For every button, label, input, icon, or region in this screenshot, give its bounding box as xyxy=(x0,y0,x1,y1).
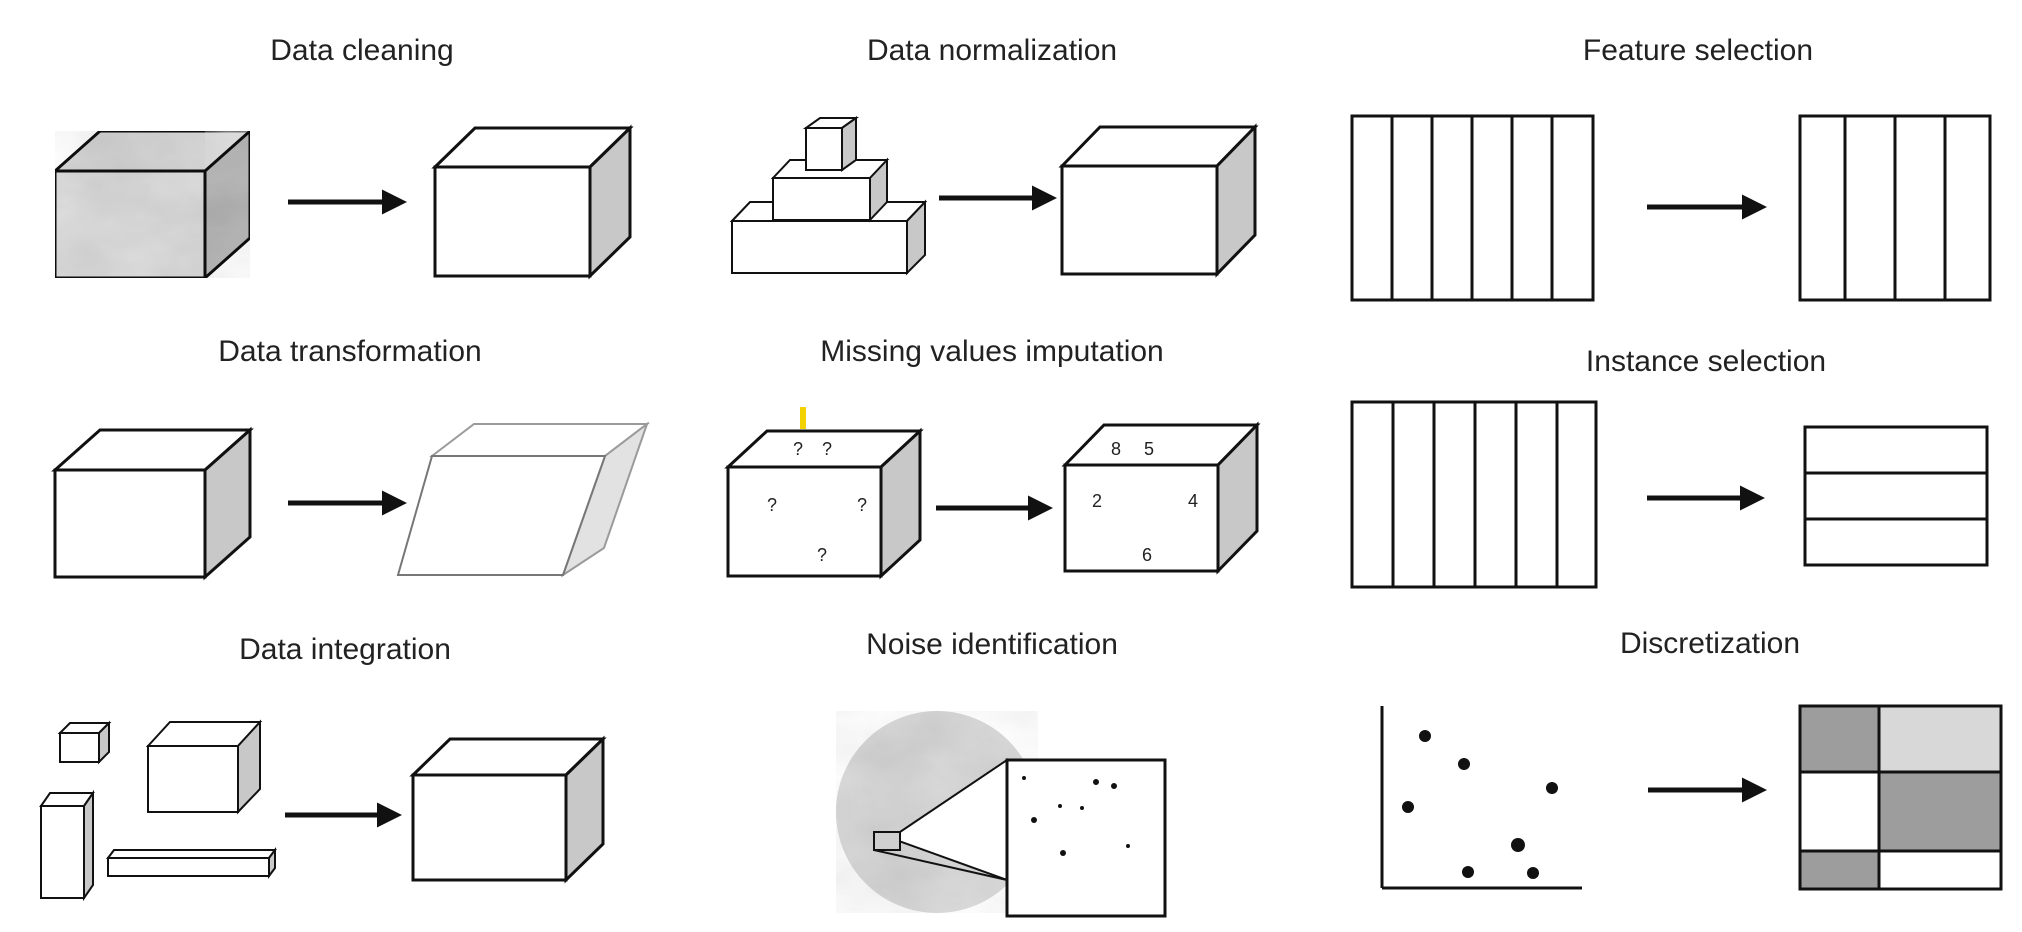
svg-text:5: 5 xyxy=(1144,439,1154,459)
scatter-point xyxy=(1458,758,1470,770)
flat-source-cube xyxy=(106,847,277,879)
panel-feature-selection: Feature selection xyxy=(1350,34,1992,302)
svg-text:?: ? xyxy=(817,545,827,565)
panel-title: Data transformation xyxy=(218,335,481,368)
panel-title: Data integration xyxy=(239,633,451,666)
panel-title: Data cleaning xyxy=(270,34,453,67)
svg-text:2: 2 xyxy=(1092,491,1102,511)
scatter-point xyxy=(1527,867,1539,879)
panel-data-transformation: Data transformation xyxy=(51,335,650,581)
clean-data-cube xyxy=(431,124,634,280)
svg-text:8: 8 xyxy=(1111,439,1121,459)
normalized-cube xyxy=(1058,123,1259,278)
small-source-cube xyxy=(57,720,112,765)
scatter-plot xyxy=(1380,706,1582,890)
scatter-point xyxy=(1419,730,1431,742)
original-data-cube xyxy=(51,426,254,581)
imputed-values-cube: 8 5 2 4 6 xyxy=(1061,421,1261,575)
scatter-point xyxy=(1546,782,1558,794)
full-instance-table xyxy=(1350,400,1598,589)
panel-title: Missing values imputation xyxy=(820,335,1164,368)
zoomed-noise-panel xyxy=(1005,758,1167,918)
highlight-marker xyxy=(800,407,806,429)
discretized-grid xyxy=(1798,704,2003,891)
scatter-point xyxy=(1462,866,1474,878)
panel-data-integration: Data integration xyxy=(39,633,607,902)
svg-text:?: ? xyxy=(857,495,867,515)
tall-source-cube xyxy=(39,789,95,902)
panel-instance-selection: Instance selection xyxy=(1350,345,1989,589)
scatter-point xyxy=(1511,838,1525,852)
panel-title: Noise identification xyxy=(866,628,1118,661)
full-feature-table xyxy=(1350,114,1595,302)
medium-source-cube xyxy=(145,719,263,815)
selected-feature-table xyxy=(1798,114,1992,302)
svg-text:4: 4 xyxy=(1188,491,1198,511)
svg-text:?: ? xyxy=(793,439,803,459)
panel-missing-values-imputation: Missing values imputation ? ? ? ? ? 8 5 … xyxy=(724,335,1261,580)
transformed-data-shape xyxy=(396,421,650,578)
scatter-point xyxy=(1402,801,1414,813)
svg-text:6: 6 xyxy=(1142,545,1152,565)
integrated-data-cube xyxy=(409,735,607,884)
panel-title: Data normalization xyxy=(867,34,1117,67)
panel-discretization: Discretization xyxy=(1380,627,2003,891)
panel-title: Feature selection xyxy=(1583,34,1813,67)
panel-title: Instance selection xyxy=(1586,345,1826,378)
panel-data-normalization: Data normalization xyxy=(729,34,1259,278)
panel-noise-identification: Noise identification xyxy=(836,628,1167,918)
panel-data-cleaning: Data cleaning xyxy=(51,34,634,282)
panel-title: Discretization xyxy=(1620,627,1800,660)
svg-text:?: ? xyxy=(822,439,832,459)
selected-instance-table xyxy=(1803,425,1989,567)
missing-values-cube: ? ? ? ? ? xyxy=(724,427,924,580)
svg-text:?: ? xyxy=(767,495,777,515)
stacked-blocks xyxy=(729,116,928,276)
dirty-data-cube xyxy=(51,127,254,282)
